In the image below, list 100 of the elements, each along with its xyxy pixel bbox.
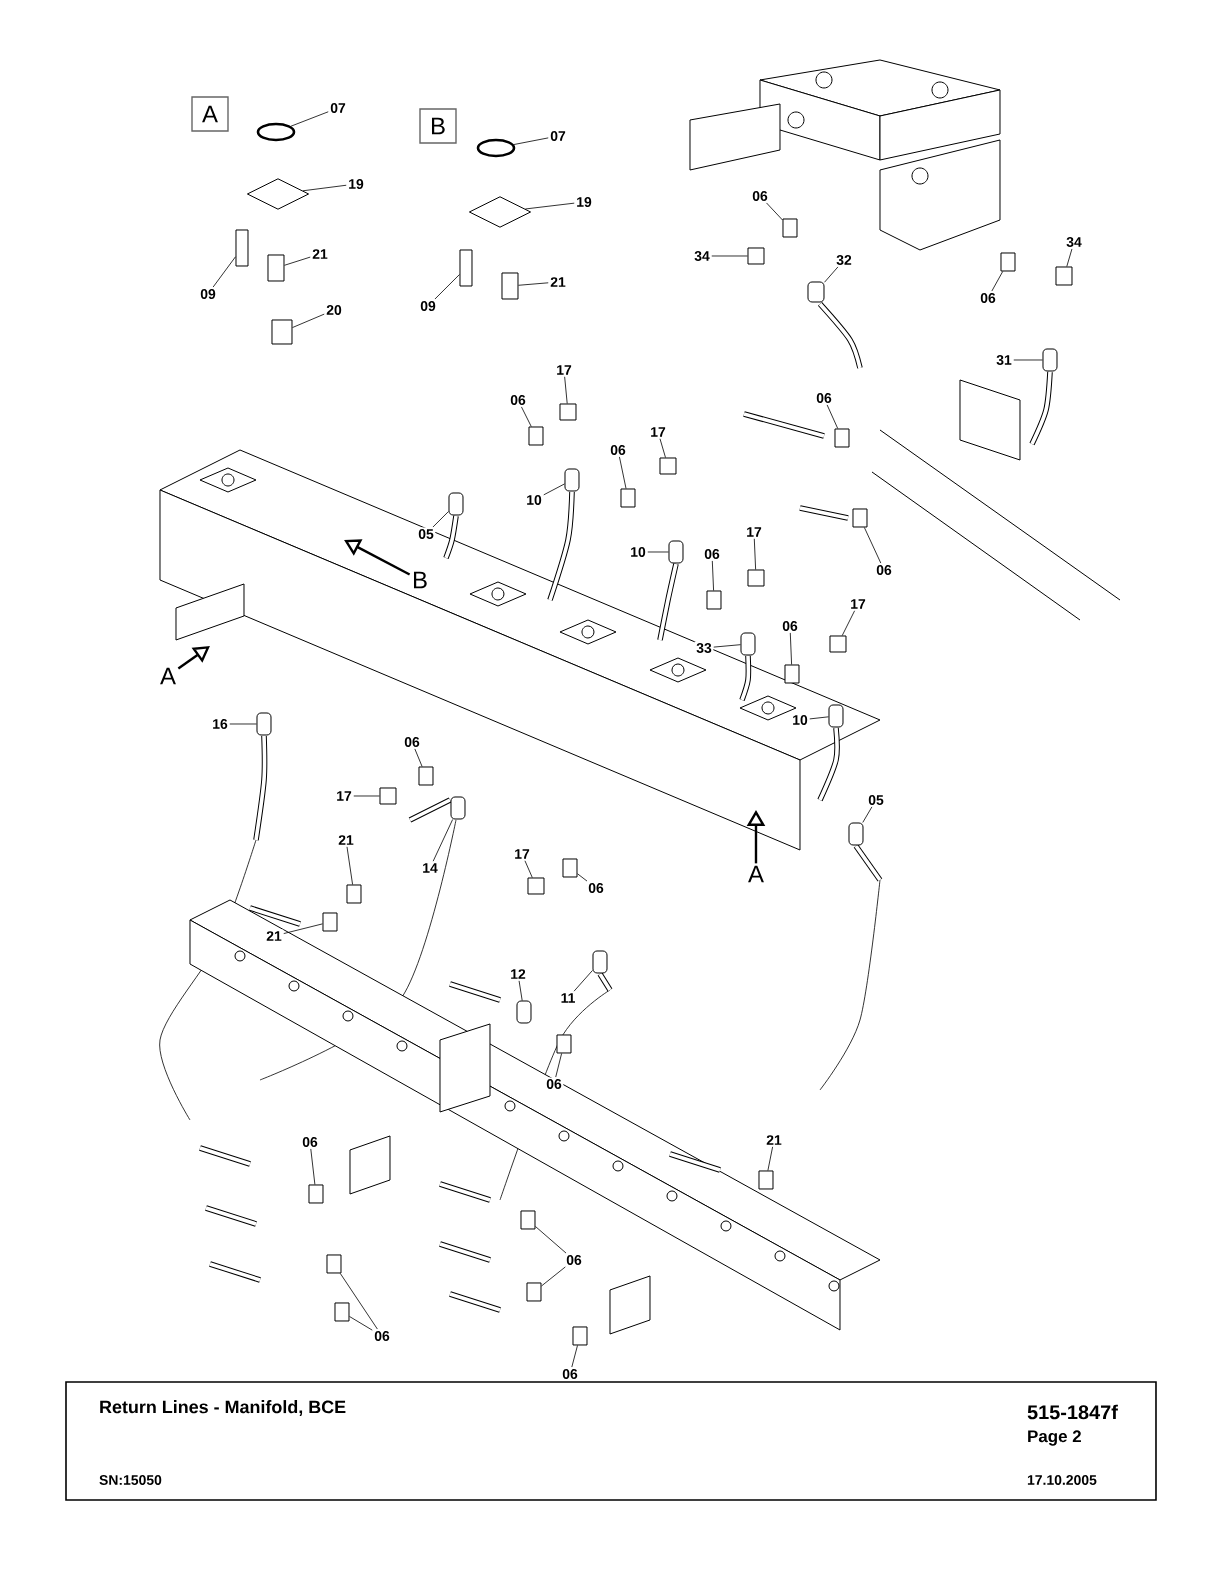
fitting: [308, 1184, 324, 1204]
elbow-fitting: [747, 247, 765, 265]
elbow-fitting: [527, 877, 545, 895]
view-label-box: B: [419, 108, 457, 144]
leader-line: [555, 1053, 562, 1078]
fitting: [326, 1254, 342, 1274]
leader-line: [346, 846, 353, 885]
fitting: [758, 1170, 774, 1190]
hose: [253, 712, 272, 841]
flange-plate: [246, 178, 310, 210]
leader-line: [432, 511, 449, 528]
leader-line: [809, 716, 829, 720]
fitting: [322, 912, 338, 932]
bolt: [235, 229, 249, 267]
hose-end: [516, 1000, 532, 1024]
leader-line: [543, 483, 565, 496]
hose: [848, 822, 883, 882]
leader-line: [766, 202, 783, 221]
drawing-number: 515-1847f: [1027, 1404, 1118, 1420]
leader-line: [292, 313, 325, 328]
hose: [547, 468, 580, 601]
fitting: [556, 1034, 572, 1054]
leader-line: [1066, 248, 1073, 267]
leader-line: [789, 632, 792, 665]
fitting: [620, 488, 636, 508]
page-number: Page 2: [1028, 1430, 1081, 1446]
leader-line: [212, 256, 236, 288]
leader-line: [349, 1316, 373, 1331]
elbow-fitting: [1055, 266, 1073, 286]
hose: [1029, 348, 1058, 446]
leader-line: [541, 1266, 566, 1287]
hose: [807, 281, 863, 369]
fitting: [784, 664, 800, 684]
fitting: [346, 884, 362, 904]
leader-line: [302, 184, 347, 192]
leader-line: [711, 255, 748, 257]
hose: [657, 540, 684, 641]
leader-line: [991, 271, 1004, 292]
view-label-box: A: [191, 96, 229, 132]
fitting: [834, 428, 850, 448]
leader-line: [521, 406, 532, 427]
fitting: [528, 426, 544, 446]
elbow-fitting: [271, 319, 293, 345]
leader-line: [284, 256, 311, 266]
leader-line: [826, 404, 839, 429]
fitting: [334, 1302, 350, 1322]
fitting: [706, 590, 722, 610]
leader-line: [535, 1226, 567, 1254]
elbow-fitting: [829, 635, 847, 653]
leader-line: [711, 560, 714, 591]
leader-line: [824, 266, 839, 283]
leader-line: [659, 438, 666, 458]
leader-line: [863, 527, 882, 564]
view-letter: B: [410, 569, 430, 591]
leader-line: [518, 980, 523, 1001]
fitting: [572, 1326, 588, 1346]
leader-line: [434, 274, 460, 300]
leader-line: [571, 1345, 578, 1368]
leader-line: [513, 137, 549, 145]
leader-line: [577, 873, 588, 882]
elbow-fitting: [747, 569, 765, 587]
elbow-fitting: [559, 403, 577, 421]
leader-line: [432, 819, 454, 862]
leader-line: [290, 111, 329, 127]
fitting: [852, 508, 868, 528]
leader-line: [524, 860, 533, 878]
leader-line: [753, 538, 757, 570]
fitting: [782, 218, 798, 238]
title: Return Lines - Manifold, BCE: [100, 1400, 346, 1416]
o-ring: [476, 138, 516, 158]
hose: [443, 492, 464, 559]
leader-line: [862, 806, 873, 823]
elbow-fitting: [379, 787, 397, 805]
fitting: [526, 1282, 542, 1302]
o-ring: [256, 122, 296, 142]
leader-line: [767, 1146, 773, 1171]
leader-line: [573, 970, 593, 992]
fitting: [501, 272, 519, 300]
view-letter: A: [158, 665, 178, 687]
leader-line: [229, 723, 257, 725]
bolt: [459, 249, 473, 287]
leader-line: [841, 610, 855, 636]
view-arrow: [344, 539, 411, 576]
leader-line: [310, 1148, 316, 1185]
hose: [408, 796, 466, 823]
fitting: [267, 254, 285, 282]
leader-line: [339, 1273, 378, 1330]
leader-line: [1013, 359, 1043, 361]
leader-line: [283, 923, 323, 934]
leader-line: [647, 551, 669, 553]
hose: [817, 704, 844, 802]
fitting: [520, 1210, 536, 1230]
fitting: [562, 858, 578, 878]
leader-line: [713, 644, 741, 648]
flange-plate: [468, 196, 532, 228]
leader-line: [524, 202, 575, 210]
leader-line: [564, 376, 568, 404]
hose: [592, 950, 613, 992]
fitting: [418, 766, 434, 786]
leader-line: [414, 748, 423, 767]
